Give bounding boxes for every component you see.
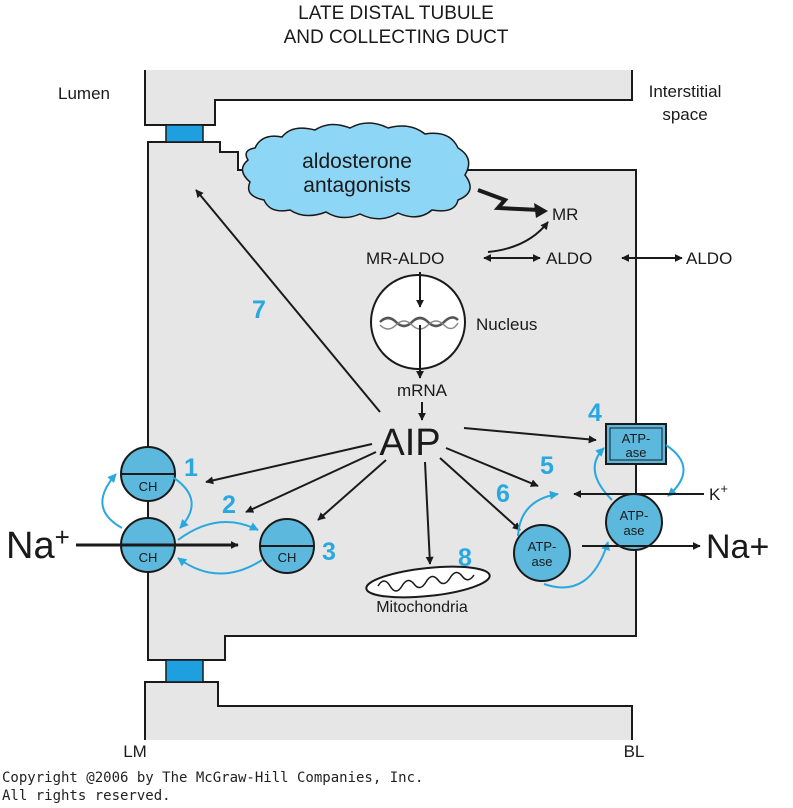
channel-2-label: CH — [139, 550, 158, 565]
atpase-box-line-2: ase — [626, 445, 647, 460]
sodium-channel-1: CH — [120, 446, 176, 502]
mr-label: MR — [552, 205, 578, 224]
title-line-2: AND COLLECTING DUCT — [284, 27, 509, 48]
nucleus-label: Nucleus — [476, 315, 537, 334]
channel-recycle-curve-3 — [177, 521, 259, 541]
atpase-membrane-line-1: ATP- — [620, 508, 649, 523]
arrow-aip-step-6 — [439, 457, 521, 531]
copyright-line-2: All rights reserved. — [2, 788, 171, 804]
tight-junction-bottom — [165, 659, 204, 683]
pump-recycle-curve-1 — [517, 490, 559, 537]
arrow-aip-step-3 — [317, 459, 387, 521]
drug-label-line-1: aldosterone — [302, 150, 412, 173]
sodium-channel-3: CH — [259, 518, 315, 574]
na-k-atpase-cytoplasmic: ATP- ase — [513, 524, 571, 582]
mrna-label: mRNA — [397, 381, 448, 400]
channel-1-label: CH — [139, 479, 158, 494]
arrow-aip-step-5 — [445, 447, 539, 487]
lumen-label: Lumen — [58, 84, 110, 103]
na-k-atpase-membrane: ATP- ase — [605, 493, 663, 551]
aldosterone-diagram: LATE DISTAL TUBULE AND COLLECTING DUCT L… — [6, 3, 769, 761]
channel-3-label: CH — [278, 550, 297, 565]
tight-junction-top — [165, 124, 204, 143]
step-5-number: 5 — [540, 452, 554, 480]
k-text: K — [709, 485, 721, 504]
step-6-number: 6 — [496, 480, 510, 508]
step-3-number: 3 — [322, 538, 336, 566]
k-label: K+ — [709, 481, 728, 504]
aldo-inside-label: ALDO — [546, 249, 592, 268]
atpase-box-line-1: ATP- — [622, 431, 651, 446]
atpase-cyto-line-1: ATP- — [528, 539, 557, 554]
arrow-aip-step-7 — [195, 189, 381, 413]
step-7-number: 7 — [252, 296, 266, 324]
mr-aldo-label: MR-ALDO — [366, 249, 444, 268]
lower-neighbor-cell — [144, 681, 633, 740]
na-in-label: Na+ — [6, 522, 70, 567]
channel-recycle-curve-1 — [101, 473, 123, 529]
interstitial-label-line-2: space — [662, 105, 707, 124]
arrow-aip-step-1 — [205, 443, 373, 485]
step-2-number: 2 — [222, 491, 236, 519]
step-1-number: 1 — [184, 454, 198, 482]
mr-binding-curve-arrow — [487, 221, 549, 253]
atpase-cyto-line-2: ase — [532, 554, 553, 569]
aip-label: AIP — [379, 422, 440, 464]
atpase-vesicle: ATP- ase — [605, 423, 667, 465]
aldosterone-antagonists-cloud — [241, 122, 471, 220]
nucleus — [370, 274, 466, 370]
atpase-recycle-curve-1 — [665, 444, 685, 497]
interstitial-label-line-1: Interstitial — [649, 82, 722, 101]
arrow-aip-step-8 — [424, 461, 434, 565]
dna-strand — [379, 316, 459, 328]
zigzag-block-arrow — [477, 188, 541, 212]
arrow-aip-step-4 — [463, 427, 597, 444]
title-line-1: LATE DISTAL TUBULE — [298, 3, 494, 24]
channel-recycle-curve-4 — [177, 557, 263, 575]
upper-neighbor-cell — [144, 70, 633, 126]
lm-label: LM — [123, 742, 147, 761]
atpase-membrane-line-2: ase — [624, 523, 645, 538]
mitochondrion — [365, 565, 491, 599]
drug-label-line-2: antagonists — [303, 174, 410, 197]
step-8-number: 8 — [458, 544, 472, 572]
aldo-outside-label: ALDO — [686, 249, 732, 268]
step-4-number: 4 — [588, 399, 602, 427]
na-in-text: Na — [6, 525, 55, 567]
channel-recycle-curve-2 — [173, 477, 193, 529]
zigzag-arrowhead — [534, 203, 548, 218]
arrow-aip-step-2 — [245, 451, 377, 513]
mitochondria-label: Mitochondria — [376, 599, 468, 616]
na-out-label: Na+ — [706, 528, 769, 566]
copyright-line-1: Copyright @2006 by The McGraw-Hill Compa… — [2, 770, 424, 786]
na-in-superscript: + — [55, 522, 70, 552]
pump-recycle-curve-2 — [543, 541, 610, 589]
k-superscript: + — [720, 481, 728, 496]
bl-label: BL — [624, 742, 645, 761]
